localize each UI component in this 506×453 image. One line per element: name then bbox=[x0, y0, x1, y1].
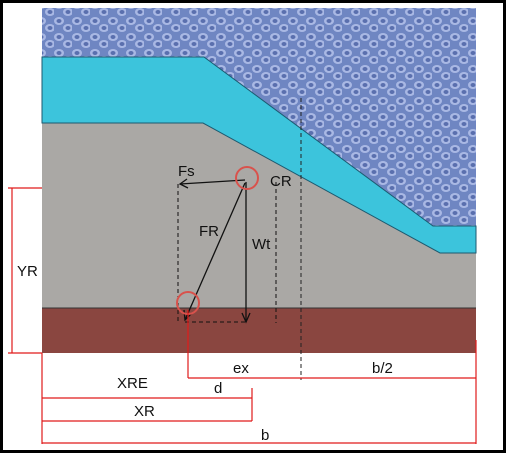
fs-vector bbox=[179, 179, 246, 185]
wt-label: Wt bbox=[252, 236, 271, 253]
yr-dimension bbox=[8, 187, 42, 354]
fs-arrowhead bbox=[178, 178, 189, 189]
b-label: b bbox=[261, 427, 269, 444]
d-label: d bbox=[214, 380, 222, 397]
cr-marker-circle bbox=[235, 166, 259, 190]
ex-label: ex bbox=[233, 360, 249, 377]
xre-label: XRE bbox=[117, 375, 148, 392]
b-half-label: b/2 bbox=[372, 360, 393, 377]
foundation-layer bbox=[42, 308, 476, 353]
cr-label: CR bbox=[270, 173, 292, 190]
yr-label: YR bbox=[17, 263, 38, 280]
wt-arrowhead bbox=[241, 312, 251, 324]
fs-label: Fs bbox=[178, 163, 195, 180]
horizontal-dimensions bbox=[41, 310, 477, 444]
soil-body bbox=[42, 123, 476, 308]
water-layer bbox=[41, 56, 477, 254]
fr-vector bbox=[184, 182, 246, 321]
xr-label: XR bbox=[134, 403, 155, 420]
fr-label: FR bbox=[199, 223, 219, 240]
